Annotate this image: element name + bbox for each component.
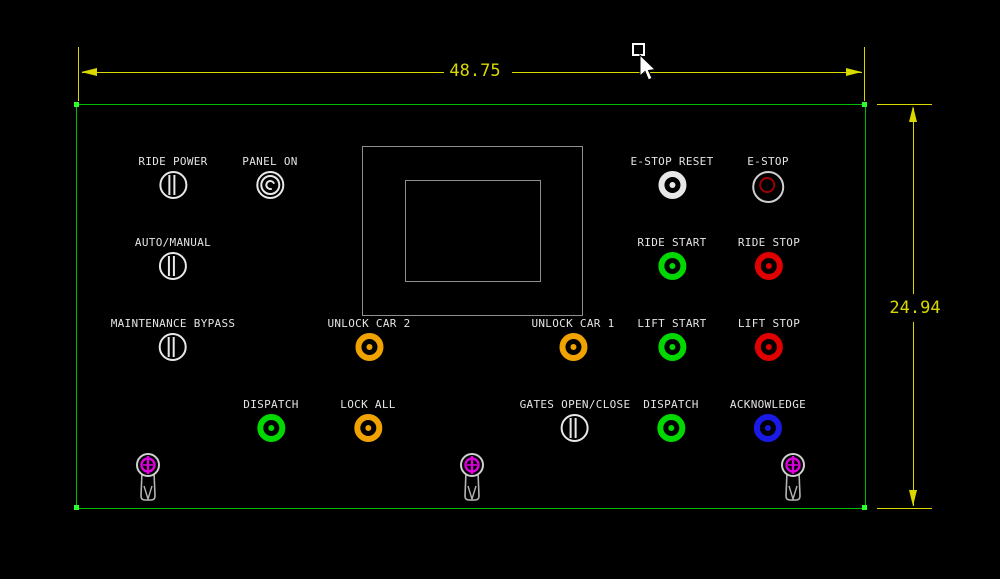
dim-line-vertical[interactable] <box>913 108 914 294</box>
control-ride-stop[interactable]: RIDE STOP <box>738 237 800 280</box>
selector-switch-icon <box>560 414 589 442</box>
grip-point[interactable] <box>74 505 79 510</box>
control-dispatch-right[interactable]: DISPATCH <box>643 399 698 442</box>
cursor-pickbox-icon <box>632 43 657 81</box>
control-unlock-car-2[interactable]: UNLOCK CAR 2 <box>327 318 410 361</box>
dim-extension-line[interactable] <box>877 104 932 105</box>
pushbutton-icon <box>657 333 686 361</box>
control-gates-open-close[interactable]: GATES OPEN/CLOSE <box>520 399 631 442</box>
control-label: E-STOP <box>747 155 789 168</box>
dim-extension-line[interactable] <box>864 47 865 101</box>
height-dimension-label[interactable]: 24.94 <box>889 298 941 318</box>
control-estop[interactable]: E-STOP <box>747 156 789 203</box>
control-label: UNLOCK CAR 1 <box>531 317 615 330</box>
dim-line-horizontal[interactable] <box>82 72 444 73</box>
control-lock-all[interactable]: LOCK ALL <box>340 399 395 442</box>
pushbutton-icon <box>256 414 285 442</box>
width-dimension-label[interactable]: 48.75 <box>449 61 501 81</box>
panel-outline[interactable] <box>76 104 866 509</box>
control-lift-start[interactable]: LIFT START <box>637 318 706 361</box>
control-acknowledge[interactable]: ACKNOWLEDGE <box>730 399 806 442</box>
dim-arrow-right-icon <box>846 68 862 76</box>
control-label: GATES OPEN/CLOSE <box>519 398 631 411</box>
control-label: LIFT START <box>637 317 707 330</box>
pushbutton-icon <box>755 252 783 280</box>
control-label: LOCK ALL <box>340 398 396 411</box>
dim-extension-line[interactable] <box>78 47 79 101</box>
control-label: RIDE START <box>637 236 707 249</box>
control-label: UNLOCK CAR 2 <box>327 317 411 330</box>
pushbutton-icon <box>354 333 383 361</box>
selector-switch-icon <box>159 252 187 280</box>
pilot-light-icon <box>255 171 284 199</box>
pushbutton-icon <box>353 414 382 442</box>
screen-cutout-outer[interactable] <box>362 146 583 316</box>
pushbutton-icon <box>657 252 686 280</box>
grip-point[interactable] <box>862 102 867 107</box>
control-label: E-STOP RESET <box>630 155 714 168</box>
pushbutton-icon <box>754 414 782 442</box>
pushbutton-icon <box>656 414 685 442</box>
selector-switch-icon <box>158 171 187 199</box>
dim-arrow-left-icon <box>81 68 97 76</box>
dim-arrow-up-icon <box>909 106 917 122</box>
control-dispatch-left[interactable]: DISPATCH <box>243 399 298 442</box>
control-label: AUTO/MANUAL <box>134 236 212 249</box>
key-latch-icon[interactable] <box>458 452 486 504</box>
control-unlock-car-1[interactable]: UNLOCK CAR 1 <box>531 318 614 361</box>
key-latch-icon[interactable] <box>134 452 162 504</box>
key-latch-icon[interactable] <box>779 452 807 504</box>
grip-point[interactable] <box>74 102 79 107</box>
dim-line-vertical[interactable] <box>913 322 914 506</box>
control-label: LIFT STOP <box>737 317 801 330</box>
control-auto-manual[interactable]: AUTO/MANUAL <box>135 237 211 280</box>
pushbutton-icon <box>657 171 686 199</box>
control-label: MAINTENANCE BYPASS <box>110 317 236 330</box>
dim-extension-line[interactable] <box>877 508 932 509</box>
control-ride-power[interactable]: RIDE POWER <box>138 156 207 199</box>
screen-cutout-inner[interactable] <box>405 180 541 282</box>
control-label: RIDE STOP <box>737 236 801 249</box>
pushbutton-icon <box>558 333 587 361</box>
pushbutton-icon <box>755 333 783 361</box>
control-estop-reset[interactable]: E-STOP RESET <box>630 156 713 199</box>
control-label: RIDE POWER <box>138 155 208 168</box>
control-label: DISPATCH <box>643 398 699 411</box>
control-ride-start[interactable]: RIDE START <box>637 237 706 280</box>
emergency-stop-icon <box>751 171 784 203</box>
control-label: DISPATCH <box>243 398 299 411</box>
control-label: ACKNOWLEDGE <box>729 398 807 411</box>
selector-switch-icon <box>158 333 187 361</box>
grip-point[interactable] <box>862 505 867 510</box>
control-label: PANEL ON <box>242 155 298 168</box>
control-panel-on[interactable]: PANEL ON <box>242 156 297 199</box>
dim-line-horizontal[interactable] <box>512 72 862 73</box>
control-maintenance-bypass[interactable]: MAINTENANCE BYPASS <box>111 318 236 361</box>
control-lift-stop[interactable]: LIFT STOP <box>738 318 800 361</box>
dim-arrow-down-icon <box>909 490 917 506</box>
